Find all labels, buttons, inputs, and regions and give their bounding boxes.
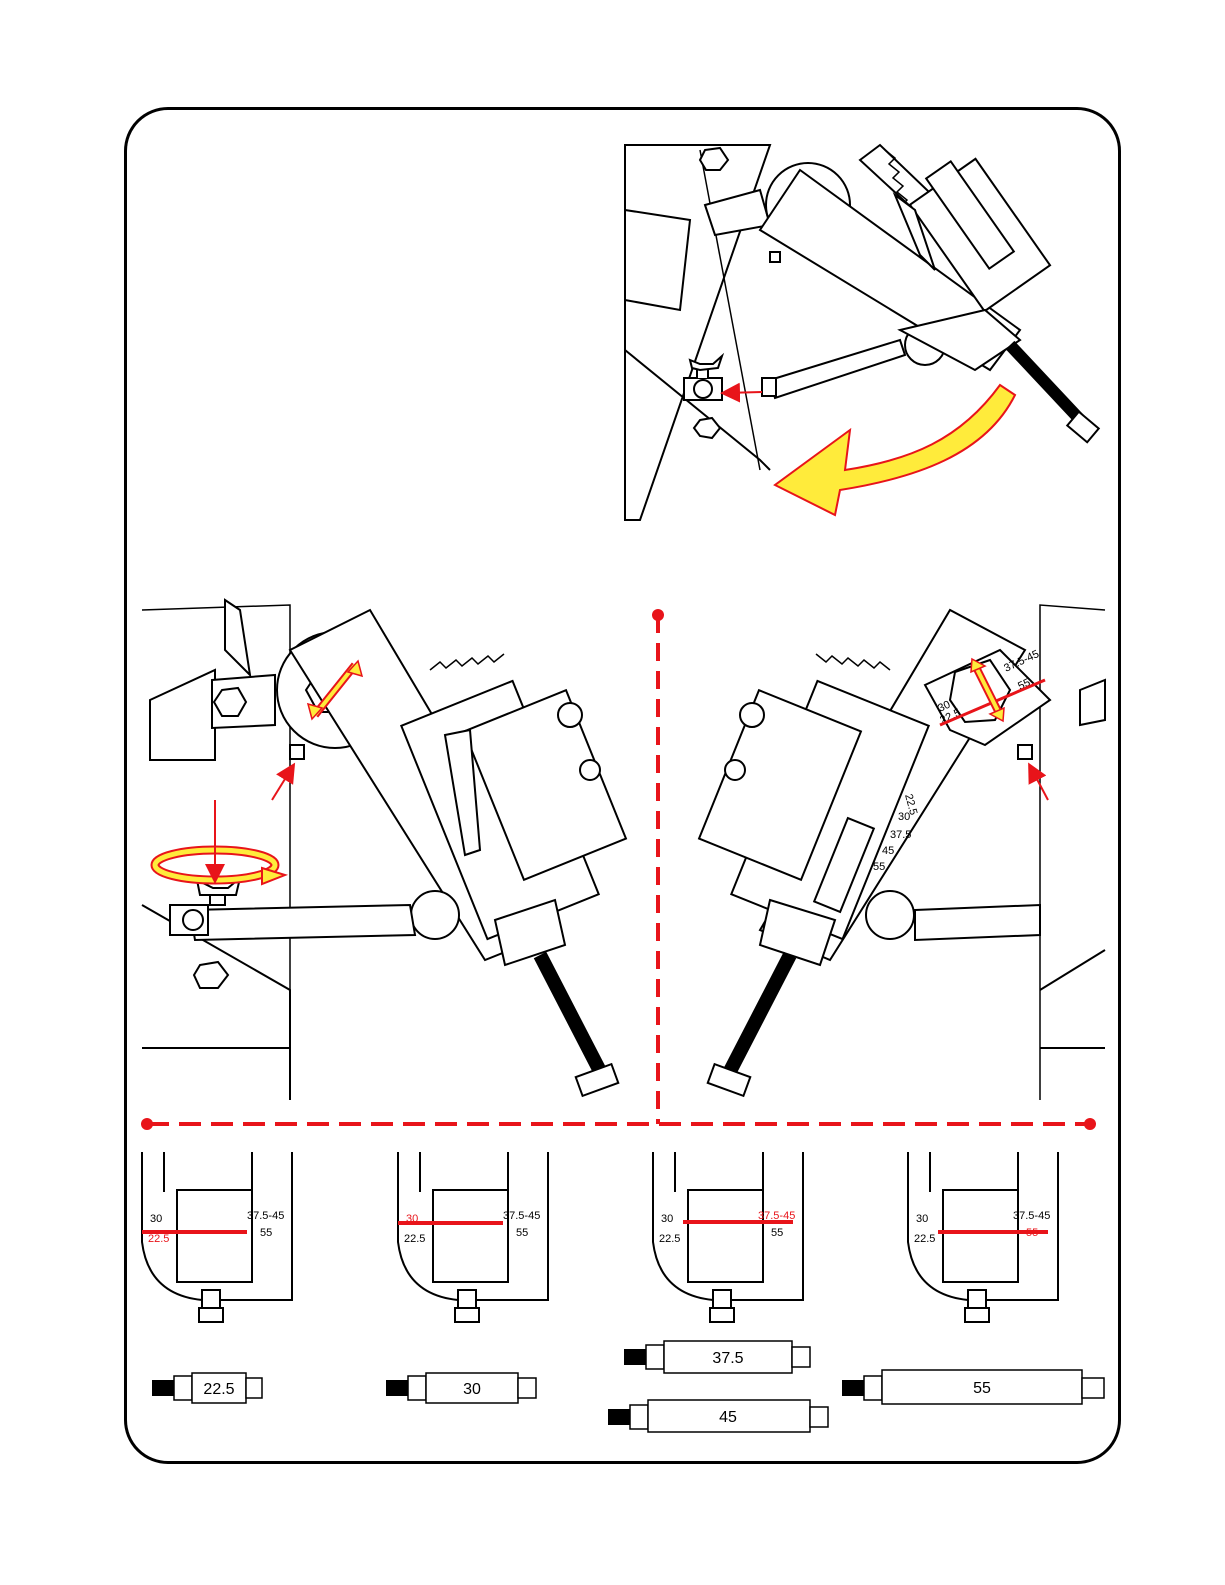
spacer-label: 37.5 [712, 1350, 743, 1367]
panel-label-a: 30 [661, 1213, 673, 1225]
spacer-label: 22.5 [203, 1381, 234, 1398]
screw-pointer-arrow-icon-right [1030, 766, 1048, 800]
panel-label-b: 22.5 [148, 1233, 169, 1245]
panel-label-c: 37.5-45 [247, 1210, 284, 1222]
panel-label-a: 30 [150, 1213, 162, 1225]
spacer-55: 55 [842, 1370, 1104, 1404]
panel-label-a: 30 [916, 1213, 928, 1225]
dial-mark: 30 [898, 811, 910, 823]
dial-mark: 37.5 [890, 829, 911, 841]
dial-mark: 45 [882, 845, 894, 857]
top-machine-illustration [625, 145, 1099, 520]
panel-label-b: 22.5 [404, 1233, 425, 1245]
spacer-label: 30 [463, 1381, 481, 1398]
panel-label-c: 37.5-45 [1013, 1210, 1050, 1222]
pointer-arrow-icon [724, 392, 762, 393]
spacer-label: 45 [719, 1409, 737, 1426]
spacer-30: 30 [386, 1373, 536, 1403]
curved-arrow-icon [775, 385, 1015, 515]
spacer-45: 45 [608, 1400, 828, 1432]
panel-label-d: 55 [771, 1227, 783, 1239]
spacer-22-5: 22.5 [152, 1373, 262, 1403]
spacer-37-5: 37.5 [624, 1341, 810, 1373]
stop-panel: 30 22.5 37.5-45 55 [653, 1152, 803, 1322]
panel-label-d: 55 [260, 1227, 272, 1239]
stop-panel: 30 22.5 37.5-45 55 [908, 1152, 1058, 1322]
rotate-arrow-icon [155, 850, 285, 884]
stop-panel: 30 22.5 37.5-45 55 [398, 1152, 548, 1322]
dial-mark: 55 [873, 861, 885, 873]
stop-panel: 30 22.5 37.5-45 55 [142, 1152, 292, 1322]
panel-label-b: 22.5 [914, 1233, 935, 1245]
panel-label-b: 22.5 [659, 1233, 680, 1245]
spacer-label: 55 [973, 1380, 991, 1397]
panel-label-d: 55 [516, 1227, 528, 1239]
panel-label-c: 37.5-45 [503, 1210, 540, 1222]
